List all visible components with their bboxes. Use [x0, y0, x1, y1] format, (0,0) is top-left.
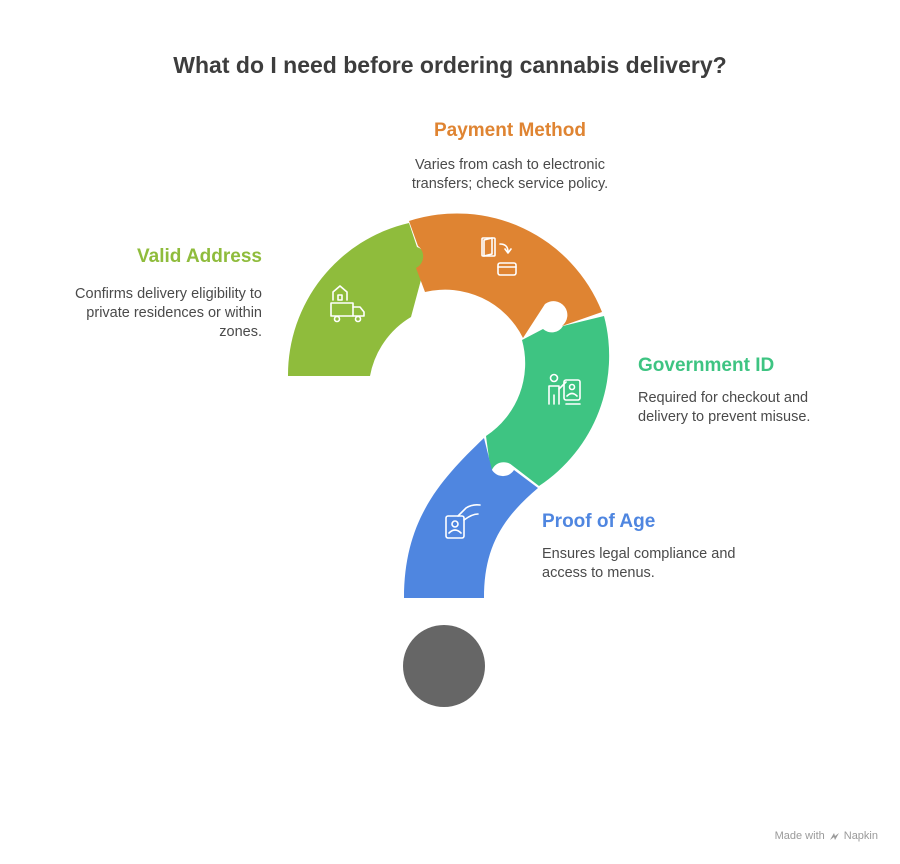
heading-valid-address: Valid Address — [137, 246, 262, 267]
home-delivery-truck-icon — [330, 285, 365, 323]
heading-payment-method: Payment Method — [433, 120, 587, 141]
napkin-logo-icon — [829, 832, 839, 840]
footer-made-with: Made with — [774, 830, 825, 842]
page-title: What do I need before ordering cannabis … — [173, 52, 727, 78]
segment-government-id — [486, 316, 610, 486]
card-wallet-transfer-icon — [481, 237, 517, 276]
heading-government-id: Government ID — [638, 355, 775, 376]
description-government-id: Required for checkout and delivery to pr… — [638, 390, 811, 425]
heading-proof-of-age: Proof of Age — [542, 511, 656, 532]
footer-brand: Napkin — [843, 830, 878, 842]
segment-valid-address — [287, 223, 427, 376]
question-mark-dot — [403, 625, 485, 707]
description-proof-of-age: Ensures legal compliance and access to m… — [542, 546, 736, 581]
person-id-presentation-icon — [548, 373, 581, 405]
hand-id-card-icon — [445, 504, 481, 539]
description-valid-address: Confirms delivery eligibility to private… — [75, 286, 262, 340]
segment-proof-of-age — [404, 438, 538, 598]
description-payment-method: Varies from cash to electronic transfers… — [411, 157, 609, 192]
footer-attribution: Made with Napkin — [775, 830, 878, 842]
